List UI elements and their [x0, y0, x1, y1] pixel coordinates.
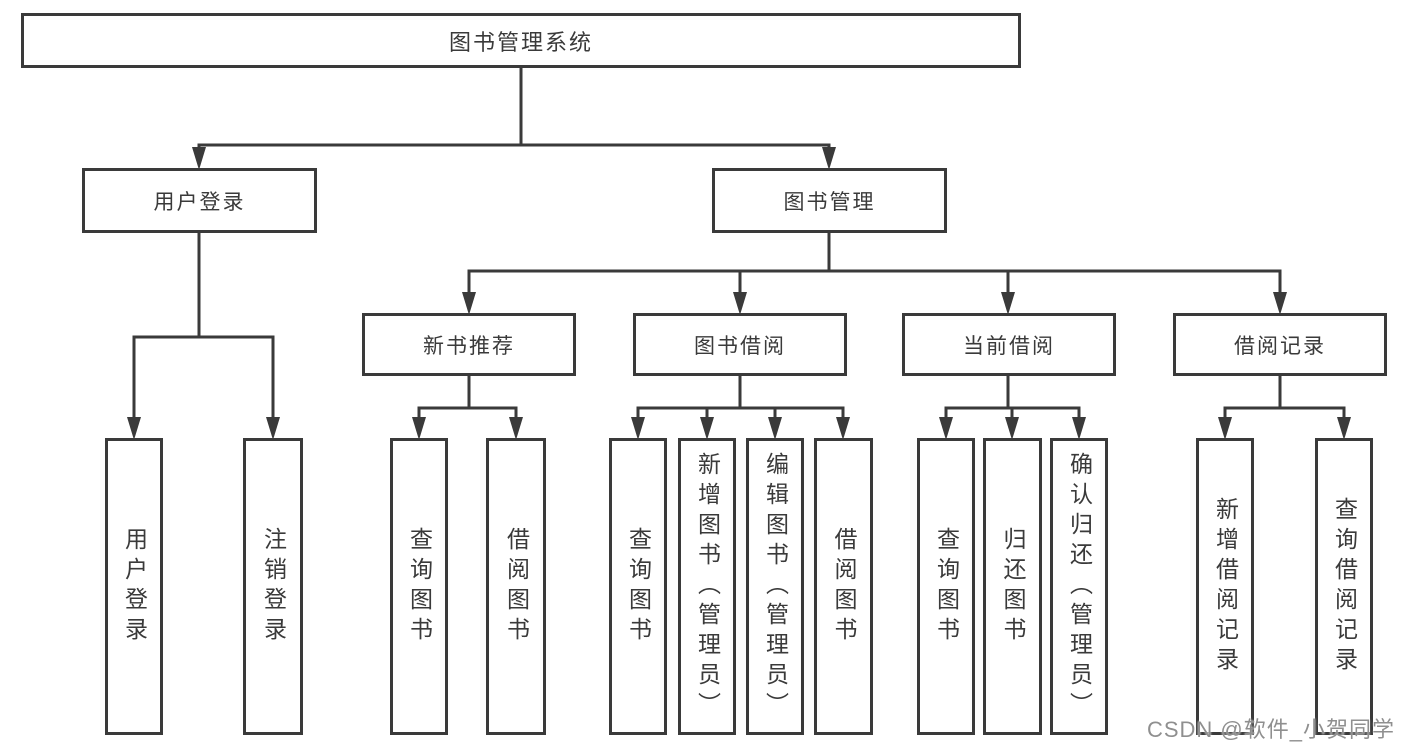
arrow-down-icon	[631, 417, 645, 440]
node-new-book-recommend: 新书推荐	[362, 313, 576, 376]
arrow-down-icon	[733, 292, 747, 315]
leaf-newrec-borrow-books-label: 借阅图书	[503, 526, 530, 647]
leaf-records-query-record-label: 查询借阅记录	[1331, 496, 1358, 677]
tree-connector-lines	[132, 68, 1346, 432]
node-user-login-label: 用户登录	[153, 190, 246, 214]
arrow-down-icon	[1072, 417, 1086, 440]
arrow-down-icon	[1218, 417, 1232, 440]
node-borrowing-records: 借阅记录	[1173, 313, 1387, 376]
arrow-down-icon	[192, 147, 206, 170]
leaf-current-return-books-label: 归还图书	[1000, 526, 1026, 647]
node-root: 图书管理系统	[21, 13, 1021, 68]
leaf-user-login-label: 用户登录	[121, 526, 148, 647]
leaf-current-confirm-return-admin-label: 确认归还（管理员）	[1066, 451, 1093, 722]
node-new-book-recommend-label: 新书推荐	[423, 334, 515, 358]
leaf-borrowing-edit-books-admin-label: 编辑图书（管理员）	[762, 451, 789, 722]
leaf-records-add-record: 新增借阅记录	[1196, 438, 1254, 735]
arrow-down-icon	[1273, 292, 1287, 315]
node-current-borrowing: 当前借阅	[902, 313, 1116, 376]
arrow-down-icon	[768, 417, 782, 440]
leaf-newrec-query-books: 查询图书	[390, 438, 448, 735]
arrow-down-icon	[266, 417, 280, 440]
leaf-user-login: 用户登录	[105, 438, 163, 735]
leaf-current-query-books-label: 查询图书	[933, 526, 960, 647]
arrow-down-icon	[462, 292, 476, 315]
leaf-records-query-record: 查询借阅记录	[1315, 438, 1373, 735]
leaf-current-return-books: 归还图书	[983, 438, 1042, 735]
leaf-borrowing-query-books-label: 查询图书	[625, 526, 652, 647]
leaf-current-query-books: 查询图书	[917, 438, 975, 735]
leaf-records-add-record-label: 新增借阅记录	[1212, 496, 1239, 677]
leaf-logout: 注销登录	[243, 438, 303, 735]
node-book-management: 图书管理	[712, 168, 947, 233]
node-book-borrowing: 图书借阅	[633, 313, 847, 376]
arrow-down-icon	[700, 417, 714, 440]
leaf-borrowing-edit-books-admin: 编辑图书（管理员）	[746, 438, 804, 735]
node-book-borrowing-label: 图书借阅	[694, 334, 786, 358]
arrow-down-icon	[509, 417, 523, 440]
leaf-newrec-borrow-books: 借阅图书	[486, 438, 546, 735]
node-current-borrowing-label: 当前借阅	[963, 334, 1055, 358]
arrowheads	[127, 147, 1351, 440]
arrow-down-icon	[1337, 417, 1351, 440]
leaf-borrowing-borrow-books-label: 借阅图书	[831, 526, 857, 647]
arrow-down-icon	[939, 417, 953, 440]
leaf-borrowing-query-books: 查询图书	[609, 438, 667, 735]
leaf-borrowing-add-books-admin: 新增图书（管理员）	[678, 438, 736, 735]
leaf-current-confirm-return-admin: 确认归还（管理员）	[1050, 438, 1108, 735]
node-borrowing-records-label: 借阅记录	[1234, 334, 1326, 358]
arrow-down-icon	[822, 147, 836, 170]
leaf-borrowing-borrow-books: 借阅图书	[814, 438, 873, 735]
arrow-down-icon	[1005, 417, 1019, 440]
leaf-logout-label: 注销登录	[260, 526, 287, 647]
leaf-borrowing-add-books-admin-label: 新增图书（管理员）	[694, 451, 721, 722]
arrow-down-icon	[836, 417, 850, 440]
node-book-management-label: 图书管理	[783, 190, 876, 214]
arrow-down-icon	[127, 417, 141, 440]
leaf-newrec-query-books-label: 查询图书	[406, 526, 433, 647]
arrow-down-icon	[412, 417, 426, 440]
node-root-label: 图书管理系统	[448, 29, 593, 55]
csdn-watermark: CSDN @软件_小贺同学	[1146, 717, 1395, 742]
node-user-login: 用户登录	[82, 168, 317, 233]
arrow-down-icon	[1001, 292, 1015, 315]
